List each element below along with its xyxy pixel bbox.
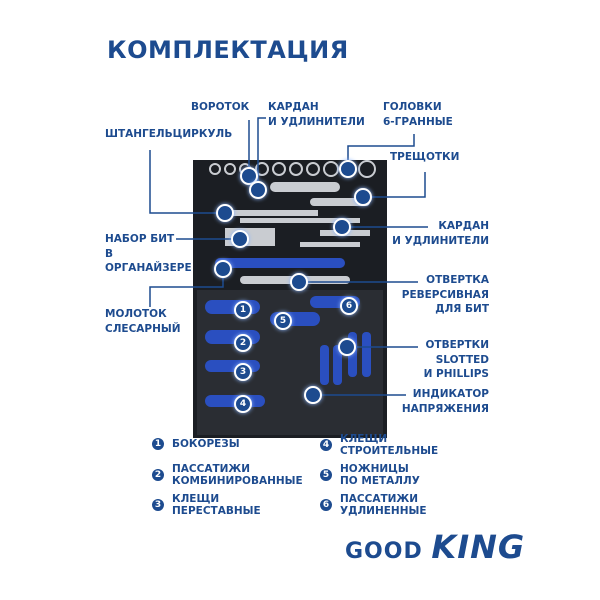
marker-otvertka-rev: [290, 273, 308, 291]
legend-number: 4: [320, 439, 332, 451]
page-title: КОМПЛЕКТАЦИЯ: [107, 36, 349, 64]
legend-number: 3: [152, 499, 164, 511]
marker-4: 4: [234, 395, 252, 413]
marker-molotok: [214, 260, 232, 278]
label-shtangel: ШТАНГЕЛЬЦИРКУЛЬ: [105, 128, 233, 140]
marker-5: 5: [274, 312, 292, 330]
marker-6: 6: [340, 297, 358, 315]
legend-number: 5: [320, 469, 332, 481]
marker-treshchotki: [354, 188, 372, 206]
marker-vorotok: [240, 167, 258, 185]
marker-indikator: [304, 386, 322, 404]
marker-nabor-bit: [231, 230, 249, 248]
marker-3: 3: [234, 363, 252, 381]
label-vorotok: ВОРОТОК: [191, 101, 250, 113]
label-treshchotki: ТРЕЩОТКИ: [390, 151, 460, 163]
marker-golovki: [339, 160, 357, 178]
marker-shtangel: [216, 204, 234, 222]
marker-1: 1: [234, 301, 252, 319]
marker-kardan-top: [249, 181, 267, 199]
leader-lines: [149, 117, 428, 396]
goodking-logo: GOOD KING: [345, 528, 526, 566]
marker-2: 2: [234, 334, 252, 352]
marker-otvertki: [338, 338, 356, 356]
legend-number: 2: [152, 469, 164, 481]
marker-kardan-right: [333, 218, 351, 236]
legend-number: 1: [152, 438, 164, 450]
legend-number: 6: [320, 499, 332, 511]
